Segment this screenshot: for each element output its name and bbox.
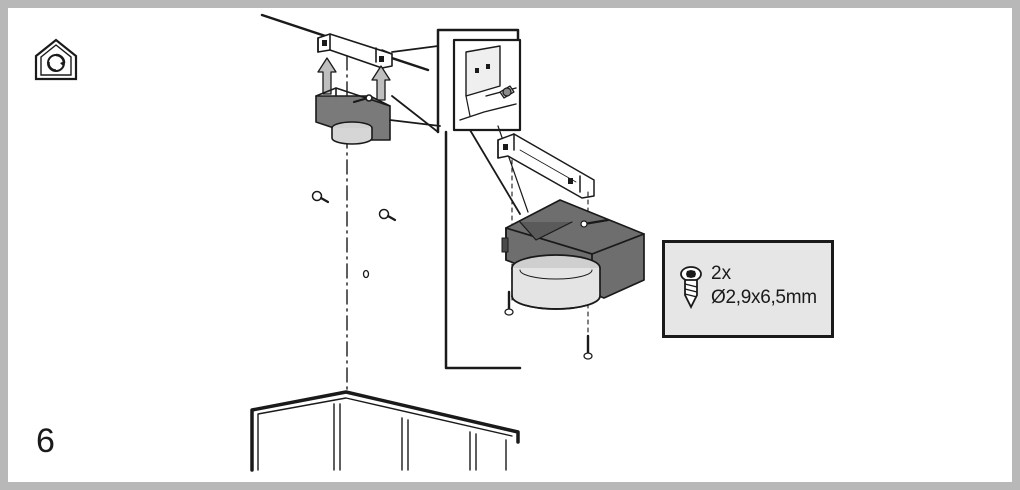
wall-screw-right	[378, 208, 397, 222]
callout-line-lower	[389, 119, 441, 127]
mounting-rail	[497, 133, 595, 199]
wall-hole	[362, 269, 370, 279]
mounting-bracket	[317, 33, 393, 69]
screw-quantity: 2x	[711, 263, 732, 284]
step-number: 6	[36, 422, 55, 460]
lift-arrows	[317, 57, 391, 101]
air-adapter-small	[315, 87, 391, 145]
adapter-screw-right	[583, 334, 593, 360]
torx-screw-icon	[680, 266, 702, 309]
callout-line-upper	[391, 45, 439, 133]
adapter-screw-left	[504, 290, 514, 316]
wall-screw-left	[311, 190, 330, 204]
air-adapter-large	[501, 199, 645, 310]
recirculation-house-icon	[31, 37, 81, 81]
detail-inset	[452, 38, 522, 132]
screw-spec-box: 2x Ø2,9x6,5mm	[662, 240, 834, 338]
screw-size: Ø2,9x6,5mm	[711, 287, 817, 308]
hood-chimney	[250, 390, 520, 472]
